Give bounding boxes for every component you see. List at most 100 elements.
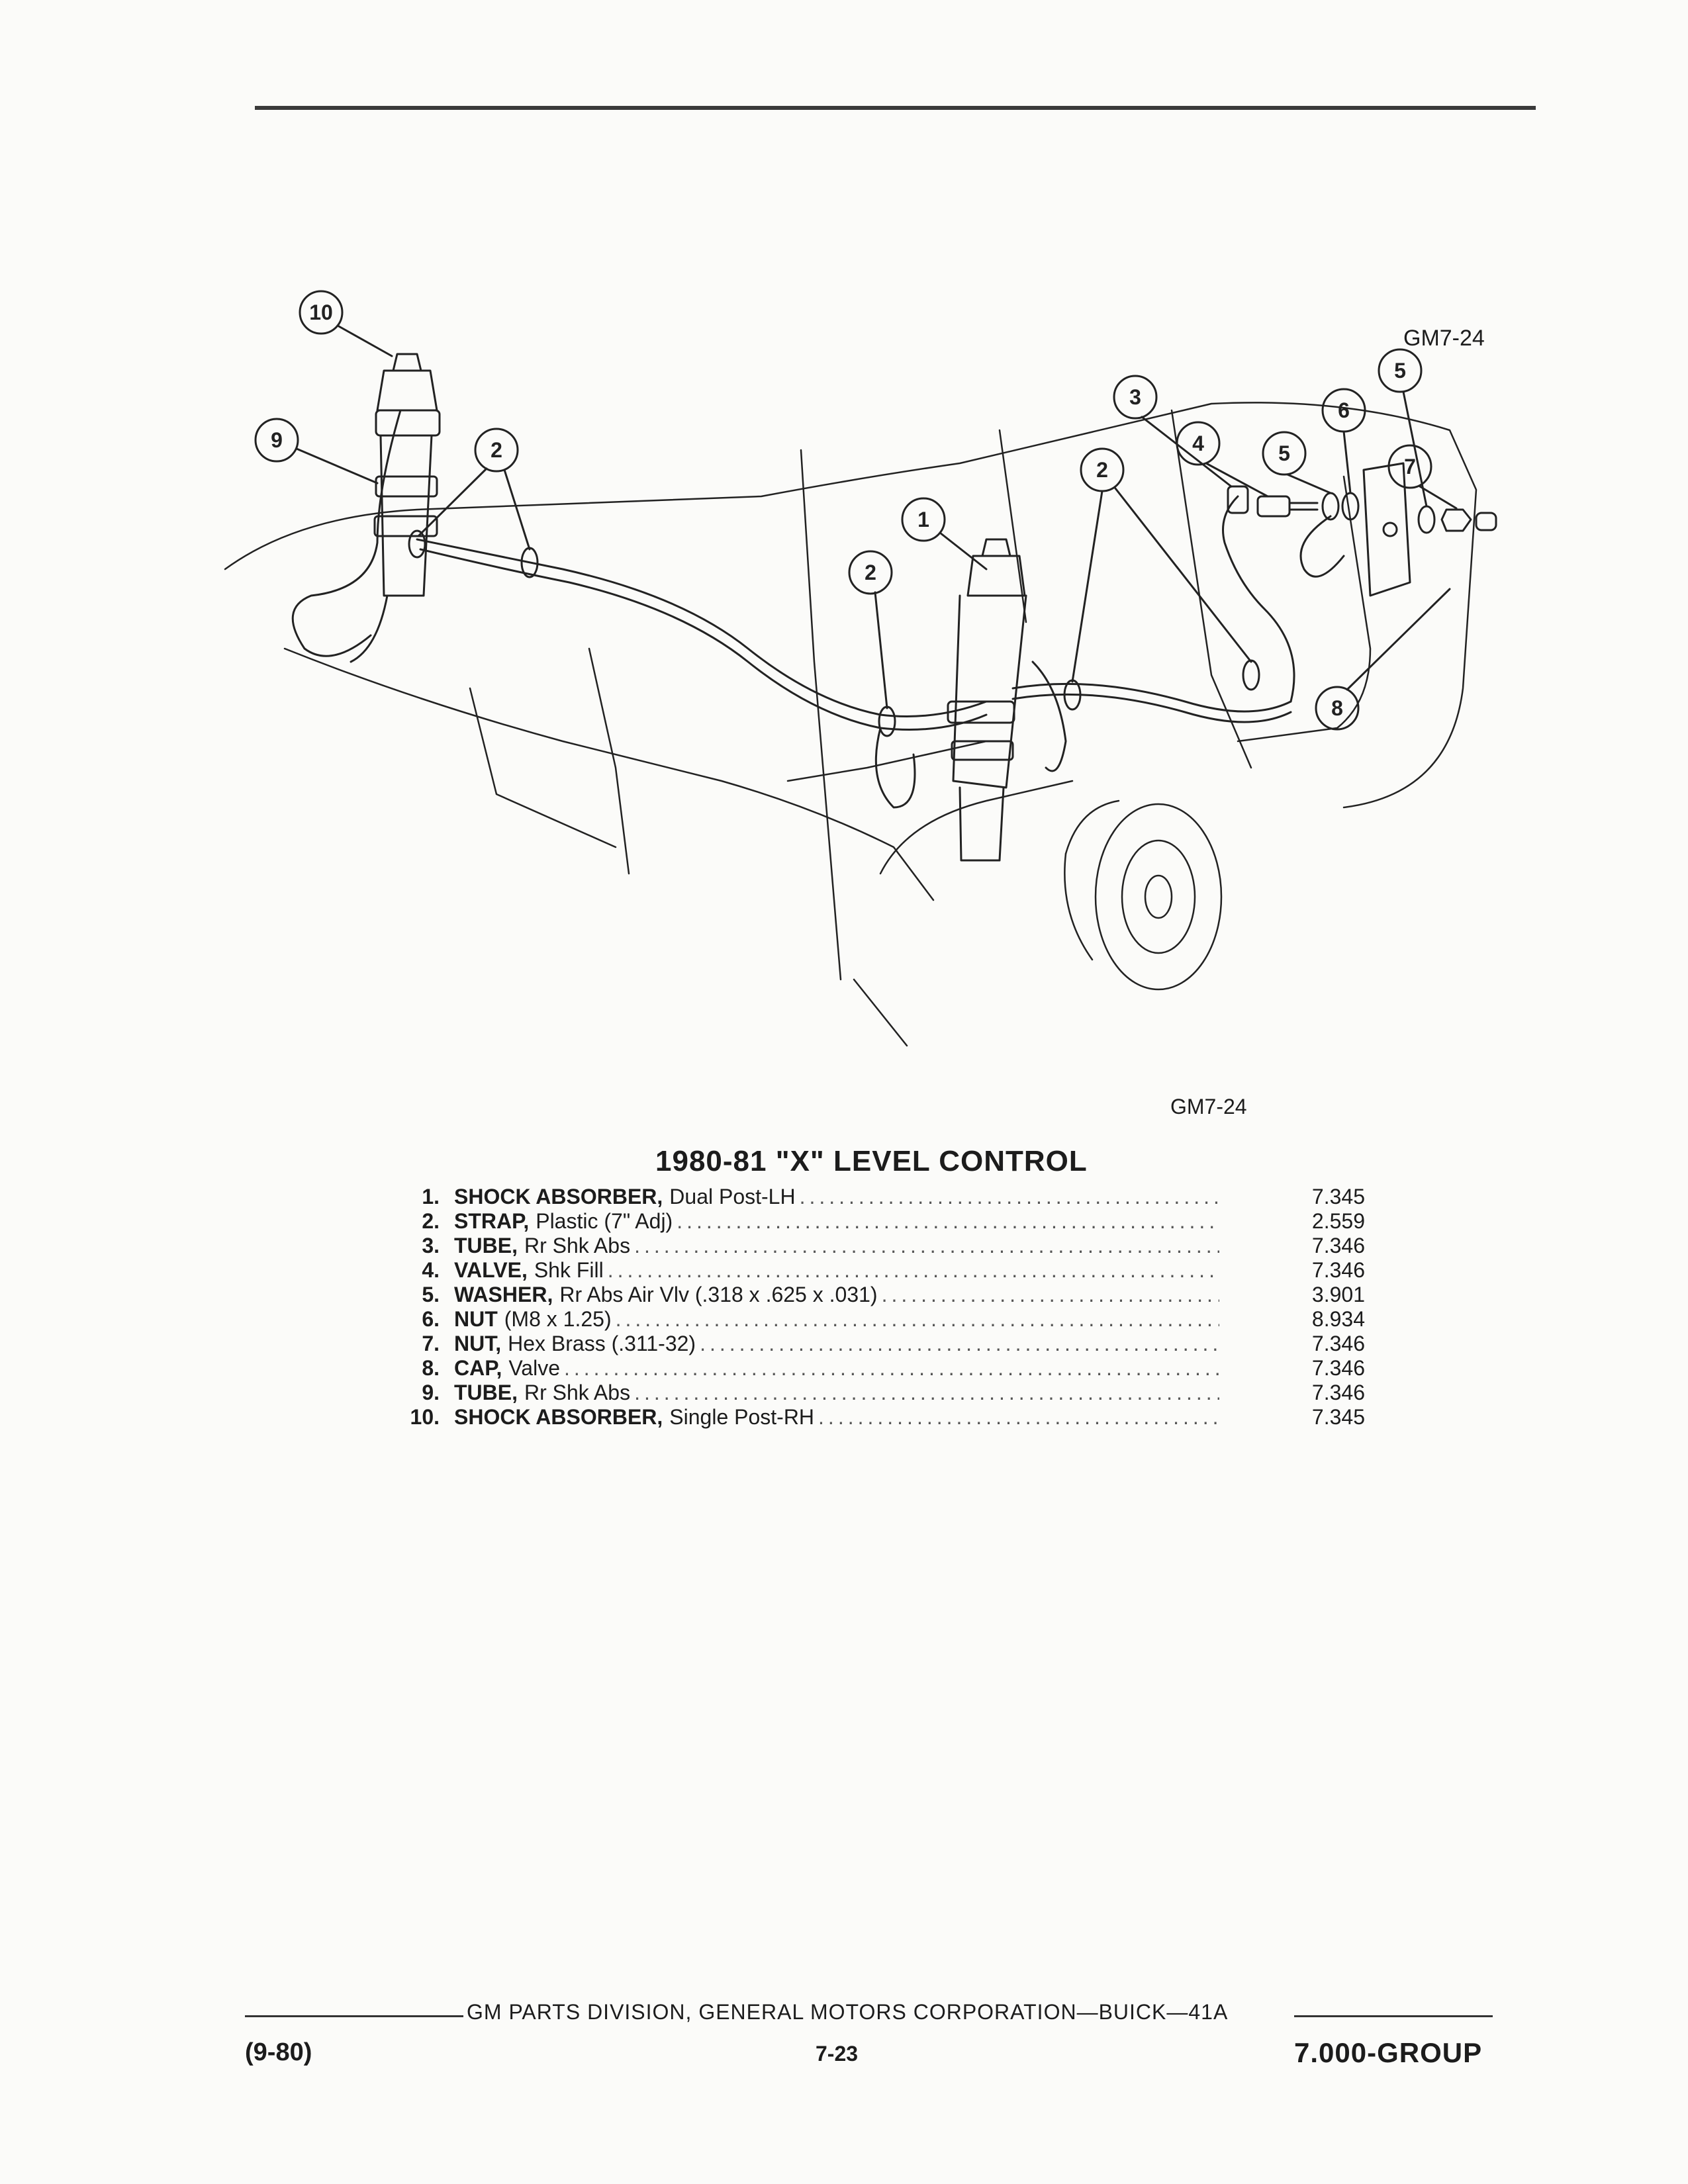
parts-row: 3. TUBE, Rr Shk Abs 7.346 (397, 1234, 1377, 1258)
leader-dots (700, 1332, 1219, 1356)
footer-group: 7.000-GROUP (1294, 2037, 1483, 2068)
group-reference: 3.901 (1311, 1283, 1365, 1306)
callout-2c (1071, 447, 1252, 683)
group-reference: 2.559 (1311, 1209, 1365, 1233)
part-description: Rr Shk Abs (524, 1234, 631, 1257)
brake-drum (1064, 799, 1223, 991)
callout-label-2b: 2 (865, 561, 876, 584)
part-description: Dual Post-LH (669, 1185, 796, 1208)
group-reference: 7.345 (1311, 1405, 1365, 1429)
plastic-straps (408, 529, 1260, 737)
part-number: 9. (422, 1381, 440, 1404)
parts-row: 7. NUT, Hex Brass (.311-32) 7.346 (397, 1332, 1377, 1356)
callout-label-2a: 2 (491, 438, 502, 462)
part-description: Hex Brass (.311-32) (508, 1332, 696, 1355)
callout-label-9: 9 (271, 428, 283, 452)
group-reference: 7.346 (1311, 1258, 1365, 1282)
group-reference: 7.346 (1311, 1381, 1365, 1404)
part-number: 8. (422, 1356, 440, 1380)
part-number: 2. (422, 1209, 440, 1233)
part-number: 5. (422, 1283, 440, 1306)
parts-list: 1. SHOCK ABSORBER, Dual Post-LH 7.345 2.… (397, 1185, 1377, 1430)
group-reference: 7.346 (1311, 1356, 1365, 1380)
parts-row: 10. SHOCK ABSORBER, Single Post-RH 7.345 (397, 1405, 1377, 1430)
leader-dots (634, 1381, 1219, 1405)
callout-labels: 10 9 2 1 2 2 3 4 5 6 5 7 8 (271, 300, 1416, 720)
part-name: NUT, (454, 1332, 502, 1355)
parts-row: 2. STRAP, Plastic (7" Adj) 2.559 (397, 1209, 1377, 1234)
part-name: TUBE, (454, 1234, 518, 1257)
callouts (254, 290, 1458, 731)
callout-label-1: 1 (917, 508, 929, 531)
callout-6 (1321, 388, 1366, 494)
part-description: Rr Abs Air Vlv (.318 x .625 x .031) (559, 1283, 878, 1306)
part-name: STRAP, (454, 1209, 530, 1233)
figure-code-top: GM7-24 (1403, 326, 1485, 351)
parts-row: 5. WASHER, Rr Abs Air Vlv (.318 x .625 x… (397, 1283, 1377, 1307)
parts-row: 8. CAP, Valve 7.346 (397, 1356, 1377, 1381)
callout-label-5b: 5 (1394, 359, 1406, 383)
part-name: WASHER, (454, 1283, 553, 1306)
part-name: VALVE, (454, 1258, 528, 1282)
callout-label-5a: 5 (1278, 441, 1290, 465)
valve-assembly (1227, 462, 1497, 597)
callout-10 (299, 290, 393, 357)
leader-dots (608, 1258, 1219, 1283)
callout-9 (254, 418, 379, 484)
part-number: 3. (422, 1234, 440, 1257)
group-reference: 7.346 (1311, 1332, 1365, 1355)
part-description: Valve (508, 1356, 560, 1380)
leader-dots (882, 1283, 1219, 1307)
part-number: 7. (422, 1332, 440, 1355)
group-reference: 7.345 (1311, 1185, 1365, 1208)
leader-dots (800, 1185, 1219, 1209)
callout-label-8: 8 (1331, 696, 1343, 720)
callout-1 (901, 497, 988, 570)
part-number: 1. (422, 1185, 440, 1208)
callout-label-4: 4 (1192, 432, 1204, 455)
page-number: 7-23 (816, 2042, 859, 2066)
body-outline (224, 402, 1477, 1047)
callout-4 (1176, 421, 1269, 498)
shock-absorber-rh (350, 353, 441, 663)
part-description: Single Post-RH (669, 1405, 815, 1429)
parts-row: 9. TUBE, Rr Shk Abs 7.346 (397, 1381, 1377, 1405)
parts-row: 4. VALVE, Shk Fill 7.346 (397, 1258, 1377, 1283)
top-rule (255, 106, 1536, 110)
callout-label-2c: 2 (1096, 458, 1108, 482)
footer-publisher: GM PARTS DIVISION, GENERAL MOTORS CORPOR… (467, 2000, 1229, 2024)
level-control-diagram: 10 9 2 1 2 2 3 4 5 6 5 7 8 (218, 278, 1516, 1072)
part-name: SHOCK ABSORBER, (454, 1185, 663, 1208)
group-reference: 7.346 (1311, 1234, 1365, 1257)
callout-2b (848, 550, 893, 709)
part-name: NUT (454, 1307, 498, 1331)
part-number: 10. (410, 1405, 440, 1429)
parts-row: 1. SHOCK ABSORBER, Dual Post-LH 7.345 (397, 1185, 1377, 1209)
shock-absorber-lh (947, 538, 1027, 862)
part-description: (M8 x 1.25) (504, 1307, 612, 1331)
footer-rule-left (245, 2015, 463, 2017)
callout-label-6: 6 (1338, 398, 1350, 422)
callout-7 (1387, 444, 1458, 510)
callout-2a (417, 428, 531, 551)
air-tubes (291, 409, 1295, 809)
callout-3 (1113, 375, 1233, 488)
callout-label-10: 10 (309, 300, 333, 324)
callout-8 (1315, 588, 1451, 731)
part-name: CAP, (454, 1356, 502, 1380)
callout-label-7: 7 (1404, 455, 1416, 478)
leader-dots (677, 1209, 1219, 1234)
leader-dots (818, 1405, 1219, 1430)
page-title: 1980-81 "X" LEVEL CONTROL (655, 1145, 1088, 1177)
part-number: 4. (422, 1258, 440, 1282)
figure-code-bottom: GM7-24 (1170, 1095, 1247, 1118)
footer-rule-right (1294, 2015, 1493, 2017)
parts-row: 6. NUT (M8 x 1.25) 8.934 (397, 1307, 1377, 1332)
part-description: Plastic (7" Adj) (536, 1209, 673, 1233)
leader-dots (616, 1307, 1219, 1332)
footer-date: (9-80) (245, 2038, 312, 2066)
part-description: Shk Fill (534, 1258, 604, 1282)
part-description: Rr Shk Abs (524, 1381, 631, 1404)
callout-5a (1262, 431, 1332, 494)
leader-dots (634, 1234, 1219, 1258)
